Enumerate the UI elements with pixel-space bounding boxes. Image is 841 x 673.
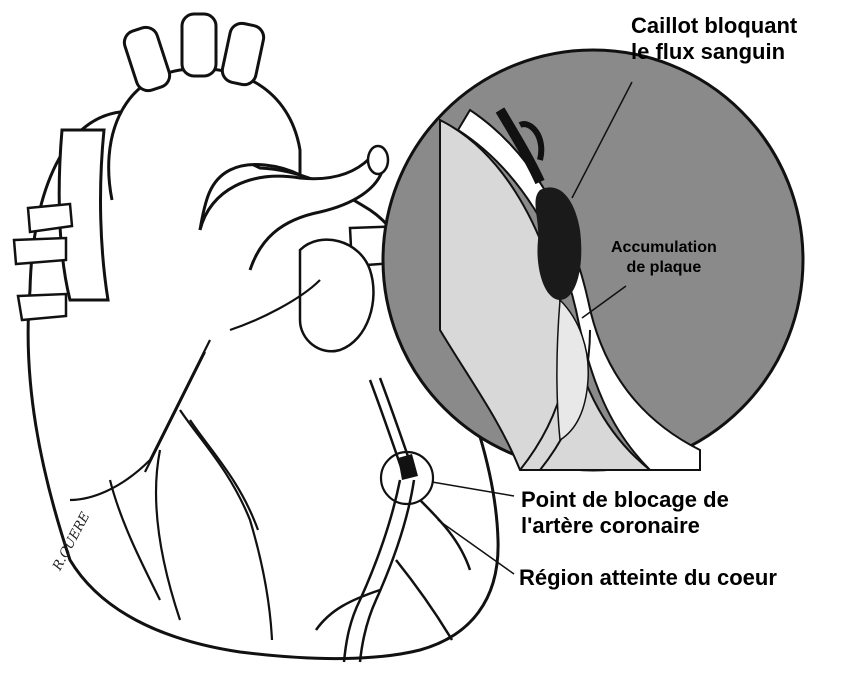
plaque-label-line-1: Accumulation — [611, 238, 717, 258]
clot-label: Caillot bloquant le flux sanguin — [631, 13, 797, 65]
pulmonary-artery-opening — [368, 146, 388, 174]
plaque-label-line-2: de plaque — [611, 258, 717, 278]
aortic-branch-1 — [121, 24, 172, 93]
aortic-branch-3 — [220, 21, 266, 87]
aortic-branch-2 — [182, 14, 216, 76]
clot-label-line-1: Caillot bloquant — [631, 13, 797, 39]
region-label: Région atteinte du coeur — [519, 565, 777, 591]
blockage-label: Point de blocage de l'artère coronaire — [521, 487, 729, 539]
clot-label-line-2: le flux sanguin — [631, 39, 797, 65]
plaque-label: Accumulation de plaque — [611, 238, 717, 279]
blockage-label-line-1: Point de blocage de — [521, 487, 729, 513]
blockage-label-line-2: l'artère coronaire — [521, 513, 729, 539]
magnified-view — [383, 50, 803, 470]
